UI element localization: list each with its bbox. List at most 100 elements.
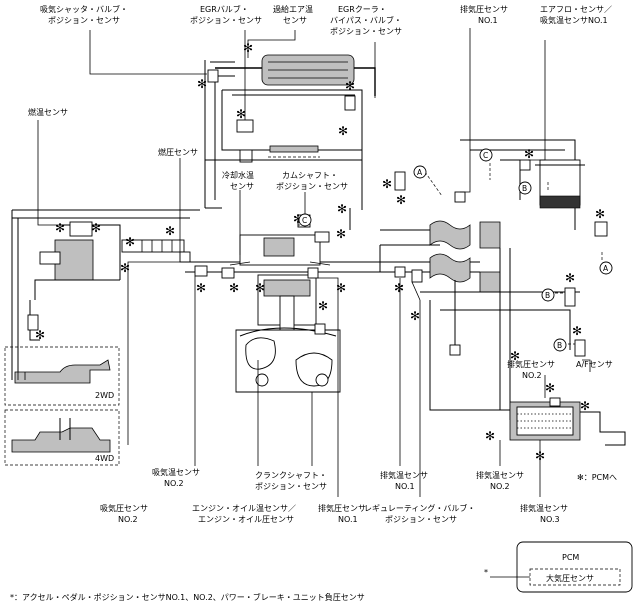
label-shutter-valve-sensor: 吸気シャッタ・バルブ・: [40, 4, 128, 14]
star-marker: ✻: [337, 202, 347, 216]
star-marker: ✻: [410, 309, 420, 323]
footnote: *：アクセル・ペダル・ポジション・センサNO.1、NO.2、パワー・ブレーキ・ユ…: [10, 592, 365, 602]
connector-b: B: [545, 291, 550, 300]
label-egr-cooler-bypass: EGRクーラ・: [338, 5, 387, 14]
shutter-valve: [207, 69, 219, 83]
star-marker: ✻: [55, 221, 65, 235]
label-crankshaft-sensor: クランクシャフト・: [255, 471, 327, 480]
label-exhaust-pressure-no2-2: NO.2: [522, 371, 542, 380]
star-marker: ✻: [243, 41, 253, 55]
star-marker: ✻: [91, 221, 101, 235]
label-coolant-temp-sensor: 冷却水温: [222, 170, 254, 180]
star-marker: ✻: [318, 299, 328, 313]
label-exhaust-pressure-no1-bottom-2: NO.1: [338, 515, 358, 524]
star-marker: ✻: [197, 77, 207, 91]
label-exhaust-pressure-no2: 排気圧センサ: [507, 359, 555, 369]
label-egr-cooler-bypass-2: バイパス・バルブ・: [330, 15, 402, 25]
star-marker: ✻: [394, 281, 404, 295]
label-shutter-valve-sensor-2: ポジション・センサ: [48, 16, 120, 25]
label-2wd: 2WD: [95, 391, 114, 400]
star-marker: ✻: [336, 227, 346, 241]
label-exhaust-temp-no2-2: NO.2: [490, 482, 510, 491]
label-intake-pressure-no2-2: NO.2: [118, 515, 138, 524]
label-camshaft-sensor-2: ポジション・センサ: [276, 182, 348, 191]
fuel-system: [11, 209, 200, 380]
label-boost-temp-sensor: 過給エア温: [273, 4, 313, 14]
label-exhaust-temp-no1: 排気温センサ: [380, 470, 428, 480]
pcm-star: *: [484, 568, 488, 577]
label-exhaust-pressure-no1-top: 排気圧センサ: [460, 4, 508, 14]
pcm-title: PCM: [562, 553, 579, 562]
label-regulating-valve-sensor: レギュレーティング・バルブ・: [364, 503, 475, 513]
label-exhaust-temp-no2: 排気温センサ: [476, 470, 524, 480]
circle-connectors: A C C B A B B: [298, 148, 613, 352]
label-oil-sensor-2: エンジン・オイル圧センサ: [198, 515, 294, 524]
star-marker: ✻: [545, 381, 555, 395]
label-fuel-pressure-sensor: 燃圧センサ: [158, 147, 198, 157]
star-marker: ✻: [293, 212, 303, 226]
label-airflow-sensor: エアフロ・センサ／: [540, 5, 612, 14]
star-marker: ✻: [565, 271, 575, 285]
egr-valve: [236, 119, 254, 133]
connector-a: A: [603, 264, 609, 273]
star-marker: ✻: [229, 281, 239, 295]
star-marker: ✻: [125, 235, 135, 249]
star-marker: ✻: [236, 107, 246, 121]
star-marker: ✻: [485, 429, 495, 443]
pcm-star-legend: ✻：PCMへ: [577, 473, 617, 482]
star-marker: ✻: [338, 124, 348, 138]
box-2wd: [4, 346, 120, 406]
label-fuel-temp-sensor: 燃温センサ: [28, 107, 68, 117]
label-exhaust-temp-no3-2: NO.3: [540, 515, 560, 524]
connector-b: B: [557, 341, 562, 350]
label-coolant-temp-sensor-2: センサ: [230, 182, 254, 191]
label-egr-cooler-bypass-3: ポジション・センサ: [330, 27, 402, 36]
label-exhaust-temp-no1-2: NO.1: [395, 482, 415, 491]
star-marker: ✻: [336, 281, 346, 295]
label-camshaft-sensor: カムシャフト・: [282, 171, 338, 180]
connector-b: B: [522, 184, 527, 193]
star-marker: ✻: [535, 449, 545, 463]
star-marker: ✻: [120, 261, 130, 275]
star-marker: ✻: [524, 147, 534, 161]
turbo-lower: [429, 220, 501, 293]
star-marker: ✻: [255, 281, 265, 295]
connector-c: C: [483, 151, 488, 160]
label-crankshaft-sensor-2: ポジション・センサ: [255, 482, 327, 491]
baro-sensor-label: 大気圧センサ: [546, 573, 594, 583]
label-exhaust-pressure-no1-top-2: NO.1: [478, 16, 498, 25]
drivetrain-boxes: [4, 346, 120, 466]
label-regulating-valve-sensor-2: ポジション・センサ: [385, 515, 457, 524]
connector-c: C: [302, 216, 307, 225]
star-marker: ✻: [196, 281, 206, 295]
label-4wd: 4WD: [95, 454, 114, 463]
star-marker: ✻: [35, 328, 45, 342]
star-marker: ✻: [580, 399, 590, 413]
air-cleaner: [535, 159, 585, 209]
egr-cooler-bypass-valve: [344, 95, 356, 111]
star-marker: ✻: [165, 224, 175, 238]
connector-a: A: [417, 168, 423, 177]
sensor-labels: 吸気シャッタ・バルブ・ ポジション・センサ EGRバルブ・ ポジション・センサ …: [28, 4, 617, 524]
catalyst-dpf: [495, 401, 626, 446]
pcm-box: PCM 大気圧センサ *: [484, 541, 633, 593]
star-marker: ✻: [510, 349, 520, 363]
engine-block: [229, 234, 341, 393]
label-oil-sensor: エンジン・オイル温センサ／: [192, 504, 296, 513]
intake-and-egr-pipes: [4, 54, 626, 466]
label-intake-temp-no2-2: NO.2: [164, 479, 184, 488]
label-egr-valve-sensor-2: ポジション・センサ: [190, 16, 262, 25]
label-egr-valve-sensor: EGRバルブ・: [200, 4, 249, 14]
label-exhaust-pressure-no1-bottom: 排気圧センサ: [318, 503, 366, 513]
label-airflow-sensor-2: 吸気温センサNO.1: [540, 15, 608, 25]
label-intake-pressure-no2: 吸気圧センサ: [100, 503, 148, 513]
star-marker: ✻: [396, 193, 406, 207]
label-exhaust-temp-no3: 排気温センサ: [520, 503, 568, 513]
label-boost-temp-sensor-2: センサ: [283, 16, 307, 25]
leader-lines: [37, 28, 591, 497]
star-marker: ✻: [595, 207, 605, 221]
star-marker: ✻: [382, 177, 392, 191]
pcm-star-markers: ✻ ✻ ✻ ✻ ✻ ✻ ✻ ✻ ✻ ✻ ✻ ✻ ✻ ✻ ✻ ✻ ✻ ✻ ✻ ✻ …: [35, 41, 605, 463]
